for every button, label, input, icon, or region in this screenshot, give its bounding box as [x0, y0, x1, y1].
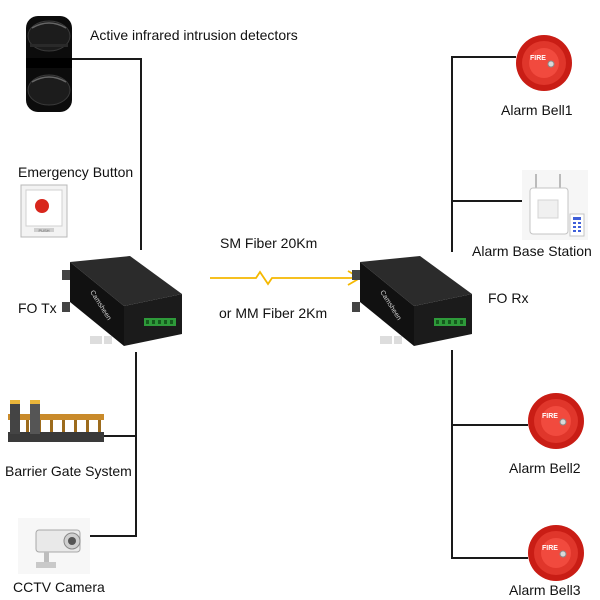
fo-rx-label: FO Rx — [488, 290, 529, 306]
bell2-fire-text: FIRE — [542, 413, 558, 420]
tx-trunk-line — [140, 58, 142, 250]
detector-label: Active infrared intrusion detectors — [90, 27, 298, 43]
alarm-bell-3-image: FIRE — [528, 525, 584, 581]
alarm-bell-2-label: Alarm Bell2 — [509, 460, 581, 476]
button-sign-text: PUSH — [38, 228, 49, 233]
barrier-branch-line — [103, 435, 137, 437]
link-label-line2: or MM Fiber 2Km — [219, 305, 328, 321]
fo-tx-label: FO Tx — [18, 300, 57, 316]
fiber-link-arrow — [210, 270, 362, 286]
barrier-gate-image — [8, 400, 104, 442]
alarm-bell-1-label: Alarm Bell1 — [501, 102, 573, 118]
basestation-branch-line — [451, 200, 523, 202]
cctv-label: CCTV Camera — [13, 579, 105, 595]
detector-branch-line — [72, 58, 142, 60]
alarm-bell-2-image: FIRE — [528, 393, 584, 449]
cctv-branch-line — [88, 535, 137, 537]
alarm-base-station-label: Alarm Base Station — [472, 243, 592, 259]
link-label-line1: SM Fiber 20Km — [220, 235, 318, 251]
tx-bottom-trunk-line — [135, 352, 137, 536]
rx-top-trunk-line — [451, 56, 453, 252]
fo-rx-device-image: Camsheen — [352, 256, 472, 346]
alarm-bell-3-label: Alarm Bell3 — [509, 582, 581, 598]
bell3-fire-text: FIRE — [542, 545, 558, 552]
infrared-detector-image — [26, 16, 72, 112]
emergency-button-image: PUSH — [20, 184, 68, 238]
bell3-branch-line — [451, 557, 528, 559]
alarm-bell-1-image: FIRE — [516, 35, 572, 91]
alarm-base-station-image — [522, 170, 588, 240]
barrier-gate-label: Barrier Gate System — [5, 463, 132, 479]
bell1-fire-text: FIRE — [530, 55, 546, 62]
bell2-branch-line — [451, 424, 528, 426]
bell1-branch-line — [451, 56, 516, 58]
cctv-camera-image — [18, 518, 90, 574]
fo-tx-device-image: Camsheen — [62, 256, 182, 346]
rx-bottom-trunk-line — [451, 350, 453, 559]
emergency-button-label: Emergency Button — [18, 164, 134, 180]
